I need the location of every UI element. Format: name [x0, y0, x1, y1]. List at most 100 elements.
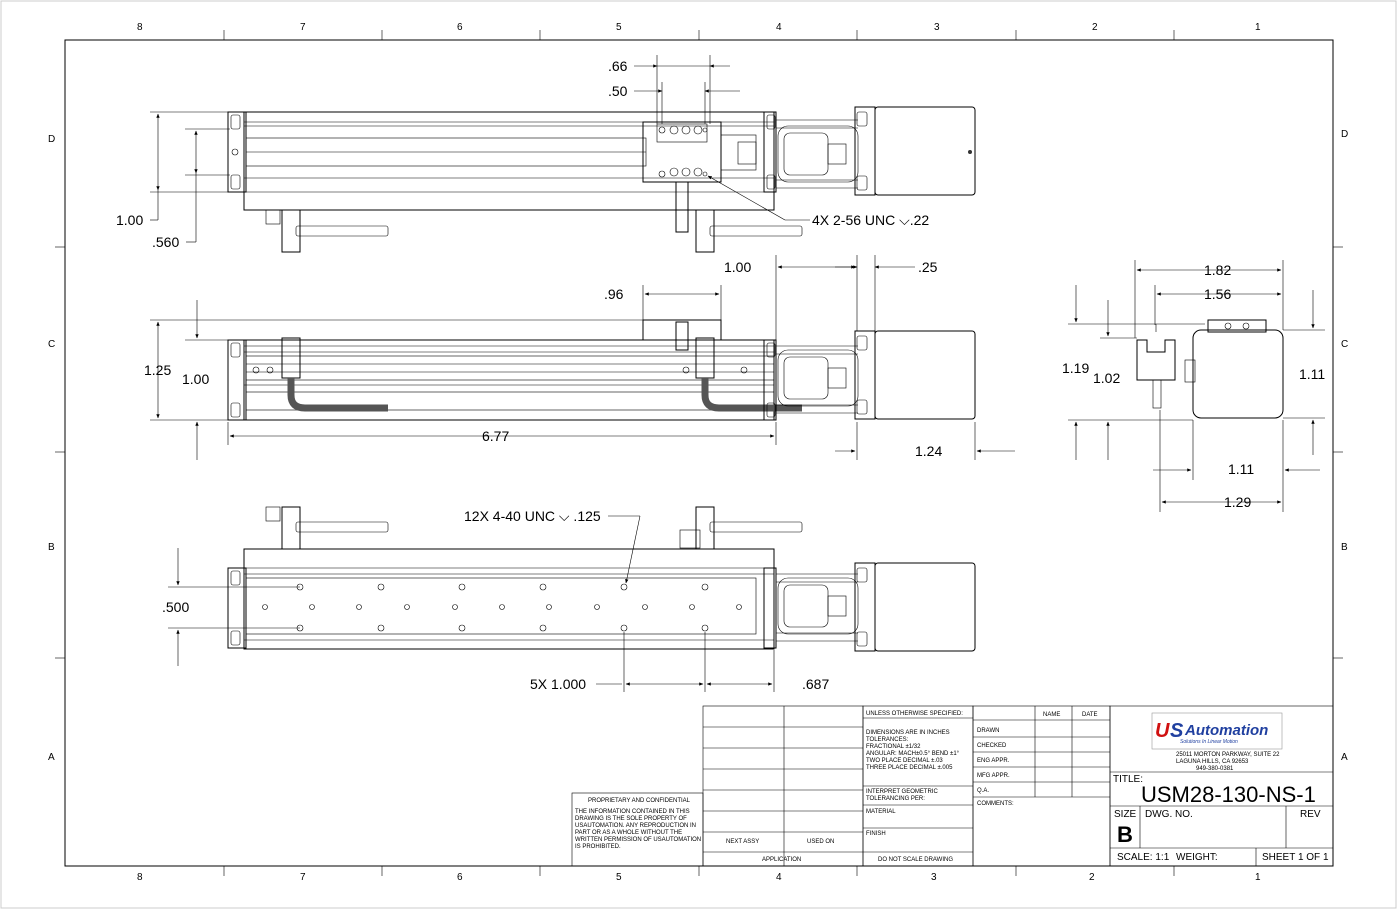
finish-label: FINISH [866, 831, 886, 837]
prop-line-5: WRITTEN PERMISSION OF USAUTOMATION [575, 837, 701, 843]
tol-line-4: ANGULAR: MACH±0.5° BEND ±1° [866, 751, 960, 757]
dim-mid-100b: 1.00 [724, 259, 751, 275]
dim-111-bottom: 1.11 [1228, 461, 1254, 477]
qa-label: Q.A. [977, 788, 989, 794]
zone-col-5: 5 [616, 22, 622, 33]
dim-677: 6.77 [482, 428, 509, 444]
front-view [227, 319, 976, 421]
prop-line-2: DRAWING IS THE SOLE PROPERTY OF [575, 816, 687, 822]
dim-96: .96 [604, 286, 624, 302]
drawn-label: DRAWN [977, 728, 999, 734]
dim-tap-2-56: 4X 2-56 UNC ⌵.22 [812, 212, 929, 228]
eng-appr-label: ENG APPR. [977, 758, 1010, 764]
dim-500: .500 [162, 599, 189, 615]
logo-word: Automation [1184, 722, 1268, 739]
proprietary-title: PROPRIETARY AND CONFIDENTIAL [588, 798, 691, 804]
dim-129: 1.29 [1224, 494, 1251, 510]
drawing-title: USM28-130-NS-1 [1141, 782, 1316, 807]
zone-col-8-bottom: 8 [137, 872, 143, 883]
size-value: B [1117, 822, 1133, 847]
zone-col-8: 8 [137, 22, 143, 33]
size-label: SIZE [1114, 809, 1137, 820]
dim-125: 1.25 [144, 362, 171, 378]
used-on-label: USED ON [807, 839, 834, 845]
zone-col-7-bottom: 7 [300, 872, 306, 883]
next-assy-label: NEXT ASSY [726, 839, 759, 845]
prop-line-6: IS PROHIBITED. [575, 844, 621, 850]
zone-row-d: D [48, 134, 55, 145]
tol-line-2: TOLERANCES: [866, 737, 909, 743]
zone-col-2: 2 [1092, 22, 1098, 33]
zone-col-5-bottom: 5 [616, 872, 622, 883]
dim-124: 1.24 [915, 443, 942, 459]
sheet-label: SHEET 1 OF 1 [1262, 852, 1329, 863]
dim-560: .560 [152, 234, 179, 250]
checked-label: CHECKED [977, 743, 1007, 749]
company-logo: U S Automation Solutions In Linear Motio… [1151, 712, 1283, 750]
dim-102: 1.02 [1093, 370, 1120, 386]
logo-s: S [1170, 720, 1184, 742]
dim-687: .687 [802, 676, 829, 692]
address-line-1: 25011 MORTON PARKWAY, SUITE 22 [1176, 752, 1280, 758]
dwg-no-label: DWG. NO. [1145, 809, 1193, 820]
prop-line-4: PART OR AS A WHOLE WITHOUT THE [575, 830, 682, 836]
zone-row-c-right: C [1341, 339, 1348, 350]
dim-111-right: 1.11 [1299, 366, 1325, 382]
dim-156: 1.56 [1204, 286, 1231, 302]
dim-25: .25 [918, 259, 938, 275]
dim-182: 1.82 [1204, 262, 1231, 278]
dim-50: .50 [608, 83, 628, 99]
side-view-dimensions: 1.82 1.56 1.19 1.02 1.11 1.11 1.29 [1062, 260, 1325, 512]
material-label: MATERIAL [866, 809, 896, 815]
zone-col-1: 1 [1255, 22, 1261, 33]
title-label: TITLE: [1113, 774, 1143, 785]
mounting-holes [262, 583, 742, 632]
weight-label: WEIGHT: [1176, 852, 1218, 863]
tol-line-1: DIMENSIONS ARE IN INCHES [866, 730, 950, 736]
dim-tap-4-40: 12X 4-40 UNC ⌵ .125 [464, 508, 601, 524]
zone-row-b: B [48, 542, 55, 553]
zone-col-1-bottom: 1 [1255, 872, 1261, 883]
prop-line-3: USAUTOMATION. ANY REPRODUCTION IN [575, 823, 696, 829]
zone-row-a-right: A [1341, 752, 1348, 763]
zone-row-b-right: B [1341, 542, 1348, 553]
zone-col-7: 7 [300, 22, 306, 33]
address-line-2: LAGUNA HILLS, CA 92653 [1176, 759, 1249, 765]
zone-col-3: 3 [934, 22, 940, 33]
logo-u: U [1155, 720, 1170, 742]
zone-col-6-bottom: 6 [457, 872, 463, 883]
side-view [1136, 319, 1284, 419]
tol-line-6: THREE PLACE DECIMAL ±.005 [866, 765, 953, 771]
mfg-appr-label: MFG APPR. [977, 773, 1010, 779]
unless-specified: UNLESS OTHERWISE SPECIFIED: [866, 711, 963, 717]
interpret-line-2: TOLERANCING PER: [866, 796, 925, 802]
address-line-3: 949-380-0381 [1196, 766, 1234, 772]
comments-label: COMMENTS: [977, 801, 1014, 807]
prop-line-1: THE INFORMATION CONTAINED IN THIS [575, 809, 690, 815]
rev-label: REV [1300, 809, 1321, 820]
zone-col-4: 4 [776, 22, 782, 33]
dim-119: 1.19 [1062, 360, 1089, 376]
scale-label: SCALE: 1:1 [1117, 852, 1170, 863]
dim-top-100: 1.00 [116, 212, 143, 228]
application-label: APPLICATION [762, 857, 801, 863]
zone-col-6: 6 [457, 22, 463, 33]
zone-row-d-right: D [1341, 129, 1348, 140]
tol-line-5: TWO PLACE DECIMAL ±.03 [866, 758, 943, 764]
zone-row-c: C [48, 339, 55, 350]
top-view [227, 106, 976, 253]
zone-col-2-bottom: 2 [1089, 872, 1095, 883]
top-view-dimensions: .66 .50 1.00 .560 4X 2-56 UNC ⌵.22 [116, 55, 929, 250]
logo-tagline: Solutions In Linear Motion [1180, 739, 1238, 745]
zone-col-4-bottom: 4 [776, 872, 782, 883]
do-not-scale: DO NOT SCALE DRAWING [878, 857, 953, 863]
bottom-view-dimensions: 12X 4-40 UNC ⌵ .125 .500 5X 1.000 .687 [162, 508, 829, 692]
name-header: NAME [1043, 712, 1060, 718]
front-view-dimensions: .96 1.00 .25 1.25 1.00 6.77 1.24 [144, 255, 1015, 460]
dim-66: .66 [608, 58, 628, 74]
zone-col-3-bottom: 3 [931, 872, 937, 883]
interpret-line-1: INTERPRET GEOMETRIC [866, 789, 939, 795]
date-header: DATE [1082, 712, 1098, 718]
title-block: PROPRIETARY AND CONFIDENTIAL THE INFORMA… [571, 705, 1334, 867]
